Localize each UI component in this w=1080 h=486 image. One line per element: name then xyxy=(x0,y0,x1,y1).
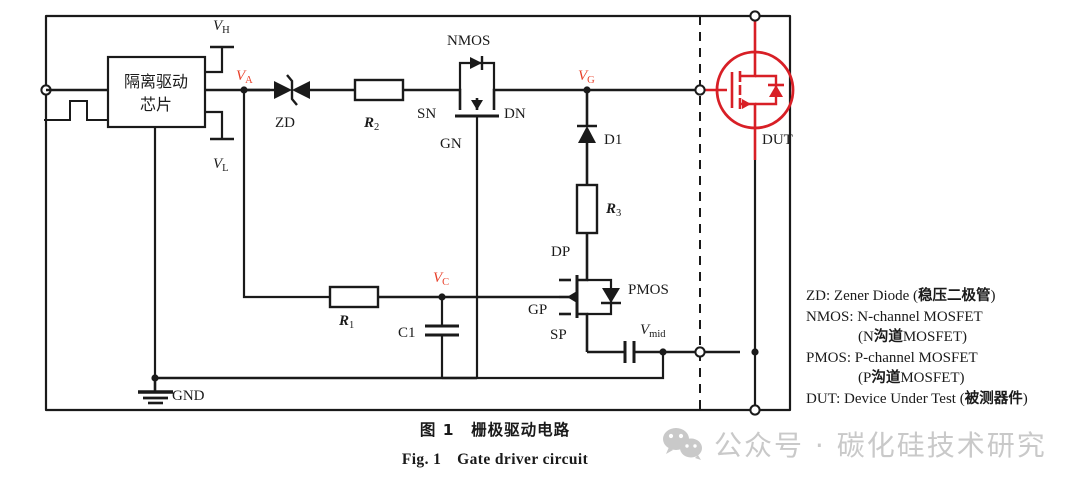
chip-vh-pin xyxy=(205,47,224,74)
legend-pmos-cn-cjk: 沟道 xyxy=(871,370,901,386)
legend-zd-tail: ) xyxy=(990,288,996,304)
resistor-r2 xyxy=(353,78,405,102)
resistor-r1 xyxy=(328,285,380,309)
label-nmos: NMOS xyxy=(447,33,490,49)
label-gn: GN xyxy=(440,136,462,152)
chip-label-line2: 芯片 xyxy=(140,95,172,114)
label-d1: D1 xyxy=(604,132,622,148)
label-r2: R2 xyxy=(363,115,379,133)
vmid-isolation-terminal xyxy=(694,346,706,358)
label-va: VA xyxy=(236,68,253,86)
zener-right-triangle xyxy=(292,81,310,99)
label-r1: R1 xyxy=(338,313,354,331)
label-vg: VG xyxy=(578,68,595,86)
nmos-source-lead xyxy=(457,88,462,98)
legend-item-nmos-cn: (N沟道MOSFET) xyxy=(806,327,1074,348)
label-dn: DN xyxy=(504,106,526,122)
dut-drain-terminal xyxy=(749,10,761,22)
zener-bar xyxy=(286,74,298,106)
label-sp: SP xyxy=(550,327,567,343)
label-c1: C1 xyxy=(398,325,416,341)
node-dut-source-mid-junction xyxy=(751,348,759,356)
wechat-icon xyxy=(663,428,702,460)
dut-drain-lead xyxy=(740,16,757,78)
legend-item-dut: DUT: Device Under Test (被测器件) xyxy=(806,389,1074,410)
legend-item-pmos-cn: (P沟道MOSFET) xyxy=(806,368,1074,389)
label-sn: SN xyxy=(417,106,436,122)
legend-nmos-cn-head: (N xyxy=(858,329,874,345)
nmos-drain-lead xyxy=(492,88,530,98)
legend-nmos-cn-cjk: 沟道 xyxy=(873,329,903,345)
label-zd: ZD xyxy=(275,115,295,131)
watermark-text: 公众号 · 碳化硅技术研究 xyxy=(714,429,1047,462)
isolated-driver-chip xyxy=(106,55,207,129)
nmos-bulk-arrow xyxy=(471,100,483,110)
dut-source-lead xyxy=(740,102,757,160)
watermark: 公众号 · 碳化硅技术研究 xyxy=(662,424,1047,464)
legend-item-zd: ZD: Zener Diode (稳压二极管) xyxy=(806,286,1074,307)
label-gnd: GND xyxy=(172,388,205,404)
dut-body-diode-triangle xyxy=(769,85,783,97)
label-r3: R3 xyxy=(605,201,621,219)
label-gp: GP xyxy=(528,302,547,318)
legend-zd-cjk: 稳压二极管 xyxy=(918,288,991,304)
nmos-body-diode-triangle xyxy=(470,57,482,69)
legend-nmos-text: NMOS: N-channel MOSFET xyxy=(806,308,983,325)
pmos-body-diode-triangle xyxy=(602,288,620,303)
legend-pmos-text: PMOS: P-channel MOSFET xyxy=(806,349,978,366)
label-vc: VC xyxy=(433,270,449,288)
outer-frame xyxy=(44,14,792,412)
label-pmos: PMOS xyxy=(628,282,669,298)
dut-source-arrow xyxy=(742,99,751,109)
wire-vmid-to-gnd-rail xyxy=(442,352,665,380)
pmos-source-lead xyxy=(577,312,589,352)
legend-pmos-cn-tail: MOSFET) xyxy=(900,370,965,386)
diode-d1-triangle xyxy=(578,126,596,143)
chip-label-line1: 隔离驱动 xyxy=(124,72,188,91)
legend-pmos-cn-head: (P xyxy=(858,370,872,386)
legend-item-nmos: NMOS: N-channel MOSFET xyxy=(806,307,1074,328)
label-vh: VH xyxy=(213,18,230,36)
label-dut: DUT xyxy=(762,132,793,148)
chip-vl-pin xyxy=(205,110,224,139)
legend-block: ZD: Zener Diode (稳压二极管) NMOS: N-channel … xyxy=(806,286,1074,409)
dut-gate-terminal xyxy=(694,84,706,96)
resistor-r3 xyxy=(575,183,599,235)
nmos-body-diode-wire xyxy=(458,61,496,90)
pmos-bulk-arrow xyxy=(567,291,577,303)
dut-body-diode-wire xyxy=(755,74,778,106)
wire-va-to-r1 xyxy=(242,289,330,299)
legend-nmos-cn-tail: MOSFET) xyxy=(902,329,968,345)
input-pulse-waveform xyxy=(44,100,113,121)
dut-source-terminal xyxy=(749,404,761,416)
legend-item-pmos: PMOS: P-channel MOSFET xyxy=(806,348,1074,369)
legend-zd-text: ZD: Zener Diode ( xyxy=(806,288,919,304)
legend-dut-tail: ) xyxy=(1022,390,1028,407)
zener-left-triangle xyxy=(274,81,292,99)
legend-dut-cjk: 被测器件 xyxy=(964,390,1023,407)
label-vl: VL xyxy=(213,156,229,174)
legend-dut-text: DUT: Device Under Test ( xyxy=(806,390,965,407)
label-dp: DP xyxy=(551,244,570,260)
label-vmid: Vmid xyxy=(640,322,666,340)
